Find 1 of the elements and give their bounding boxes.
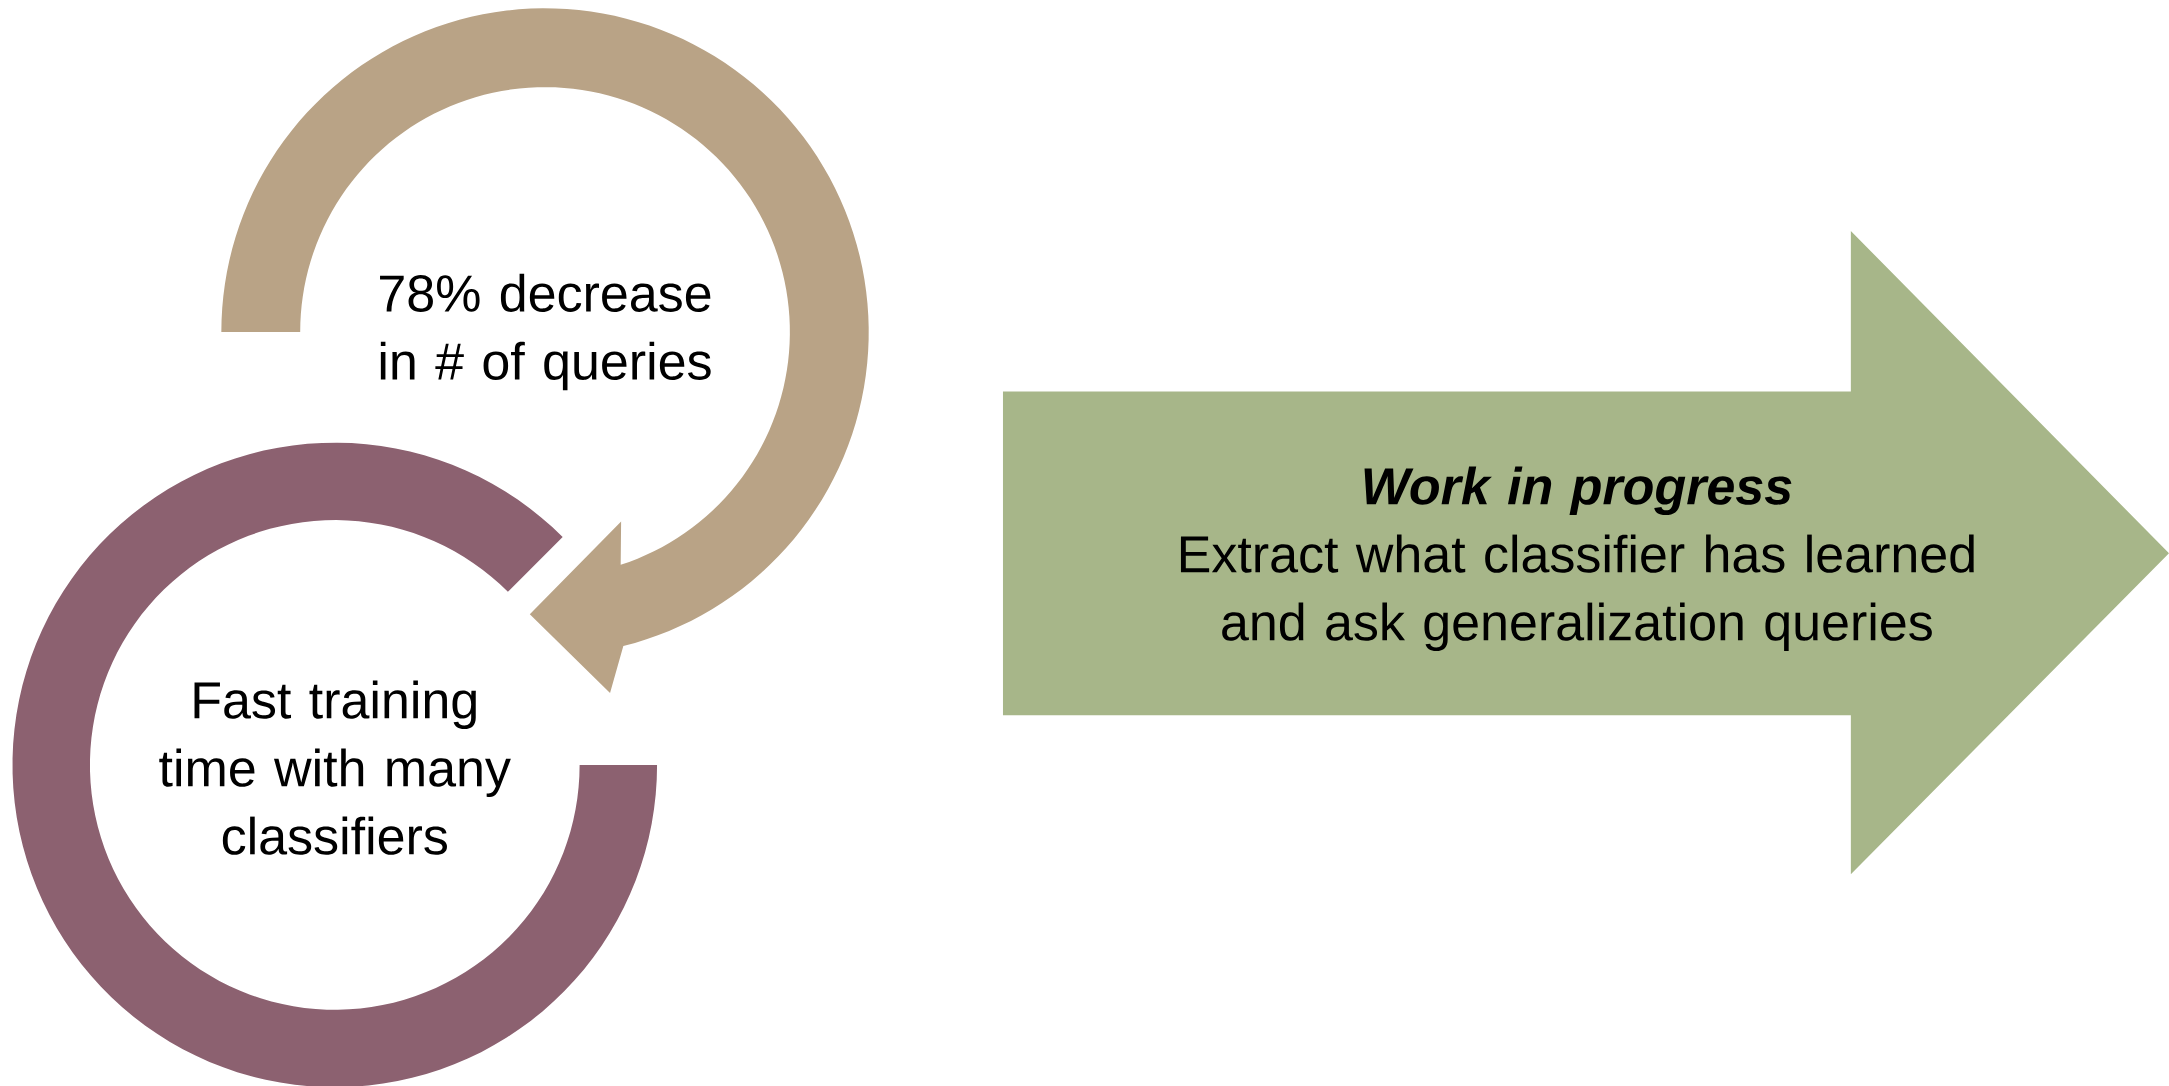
ring: Fast training time with many classifiers [12,442,658,1086]
